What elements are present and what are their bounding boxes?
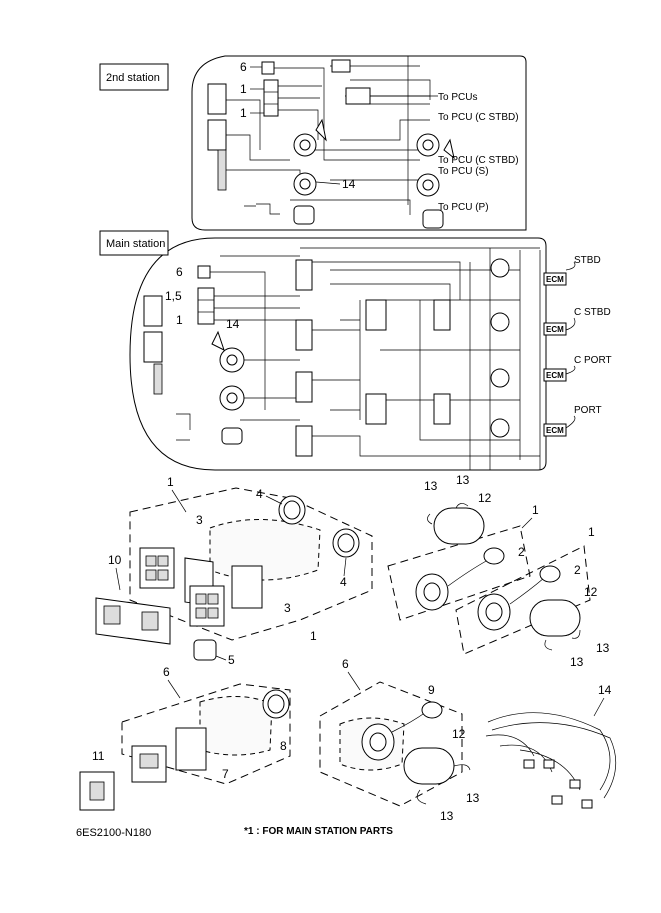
callout-13-d: 13 bbox=[596, 641, 610, 655]
callout-13-e: 13 bbox=[466, 791, 480, 805]
ecm-c-stbd: ECM bbox=[546, 325, 564, 334]
callout-13-f: 13 bbox=[440, 809, 454, 823]
callout-1-second-b: 1 bbox=[240, 106, 247, 120]
callout-14-second: 14 bbox=[342, 177, 356, 191]
callout-12-c: 12 bbox=[452, 727, 466, 741]
exploded-parts: 1 1 4 4 3 3 10 5 bbox=[79, 473, 617, 823]
callout-14: 14 bbox=[598, 683, 612, 697]
label-to-pcu-s: To PCU (S) bbox=[438, 166, 489, 177]
callout-11: 11 bbox=[92, 749, 105, 763]
callout-13-b: 13 bbox=[456, 473, 470, 487]
callout-3-a: 3 bbox=[196, 513, 203, 527]
callout-4-b: 4 bbox=[340, 575, 347, 589]
label-stbd: STBD bbox=[574, 255, 601, 266]
callout-1-a: 1 bbox=[167, 475, 174, 489]
ecm-stbd: ECM bbox=[546, 275, 564, 284]
second-station-panel: 2nd station 6 1 1 bbox=[99, 55, 527, 231]
callout-1-main: 1 bbox=[176, 313, 183, 327]
label-to-pcu-p: To PCU (P) bbox=[438, 202, 489, 213]
label-to-pcu-c-stbd-2: To PCU (C STBD) bbox=[438, 155, 519, 166]
ecm-port: ECM bbox=[546, 426, 564, 435]
callout-13-a: 13 bbox=[424, 479, 438, 493]
callout-6-b: 6 bbox=[342, 657, 349, 671]
main-station-panel: Main station 6 1,5 1 14 bbox=[99, 230, 612, 471]
callout-7: 7 bbox=[222, 767, 229, 781]
callout-3-b: 3 bbox=[284, 601, 291, 615]
label-c-port: C PORT bbox=[574, 355, 612, 366]
callout-12-a: 12 bbox=[478, 491, 492, 505]
label-to-pcus: To PCUs bbox=[438, 92, 477, 103]
callout-13-c: 13 bbox=[570, 655, 584, 669]
callout-1-second-a: 1 bbox=[240, 82, 247, 96]
callout-9: 9 bbox=[428, 683, 435, 697]
callout-1-c: 1 bbox=[532, 503, 539, 517]
main-station-note: *1 : FOR MAIN STATION PARTS bbox=[244, 826, 393, 837]
callout-6-main: 6 bbox=[176, 265, 183, 279]
callout-14-main: 14 bbox=[226, 317, 240, 331]
callout-10: 10 bbox=[108, 553, 122, 567]
second-station-title: 2nd station bbox=[106, 72, 160, 84]
callout-1-b: 1 bbox=[310, 629, 317, 643]
callout-12-b: 12 bbox=[584, 585, 598, 599]
label-port: PORT bbox=[574, 405, 602, 416]
callout-1-d: 1 bbox=[588, 525, 595, 539]
label-to-pcu-c-stbd-1: To PCU (C STBD) bbox=[438, 112, 519, 123]
callout-2-b: 2 bbox=[574, 563, 581, 577]
callout-6-a: 6 bbox=[163, 665, 170, 679]
main-station-title: Main station bbox=[106, 238, 165, 250]
ecm-c-port: ECM bbox=[546, 371, 564, 380]
callout-4-a: 4 bbox=[256, 487, 263, 501]
callout-8: 8 bbox=[280, 739, 287, 753]
callout-5: 5 bbox=[228, 653, 235, 667]
diagram-code: 6ES2100-N180 bbox=[76, 827, 151, 839]
callout-6-second: 6 bbox=[240, 60, 247, 74]
callout-1-5-main: 1,5 bbox=[165, 289, 182, 303]
callout-2-a: 2 bbox=[518, 545, 525, 559]
label-c-stbd: C STBD bbox=[574, 307, 611, 318]
